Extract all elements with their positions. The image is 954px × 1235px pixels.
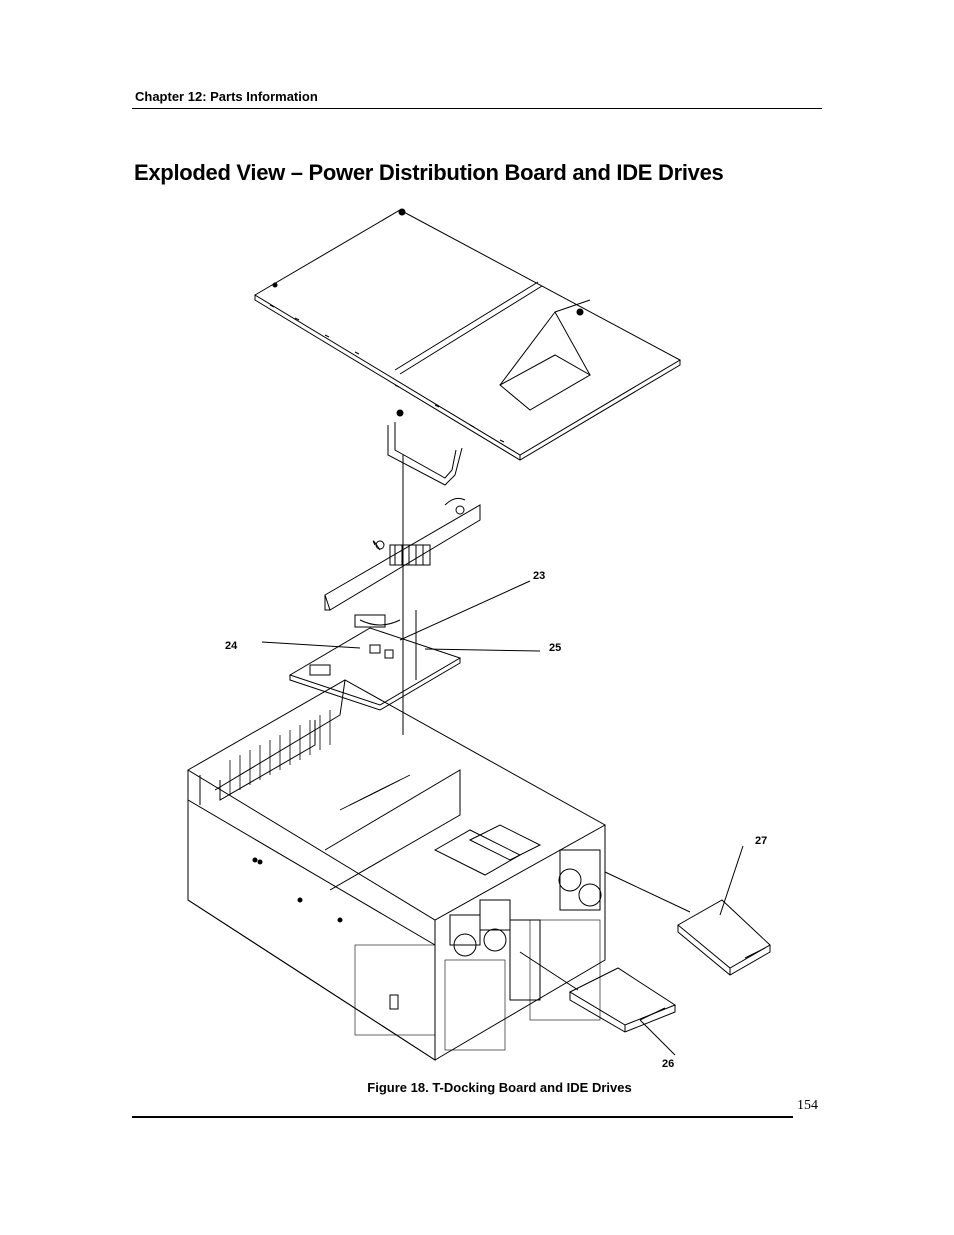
chapter-header: Chapter 12: Parts Information (135, 89, 318, 104)
power-distribution-board-drawing (324, 497, 481, 611)
leader-lines (261, 580, 744, 1056)
footer-rule (132, 1116, 793, 1118)
header-rule (132, 108, 822, 109)
top-cover-drawing (254, 208, 682, 461)
page-number: 154 (797, 1098, 818, 1113)
ide-drive-27-drawing (604, 871, 771, 976)
bracket-drawing (387, 409, 463, 735)
figure-caption: Figure 18. T-Docking Board and IDE Drive… (367, 1080, 632, 1095)
callout-24: 24 (225, 640, 238, 652)
callout-26: 26 (662, 1058, 675, 1070)
callout-27: 27 (755, 835, 768, 847)
exploded-view-figure (170, 200, 790, 1080)
callout-23: 23 (533, 570, 546, 582)
chassis-drawing (187, 679, 607, 1061)
t-docking-board-drawing (288, 610, 462, 711)
callout-25: 25 (549, 642, 562, 654)
page-title: Exploded View – Power Distribution Board… (134, 160, 724, 185)
ide-drive-26-drawing (519, 951, 677, 1033)
